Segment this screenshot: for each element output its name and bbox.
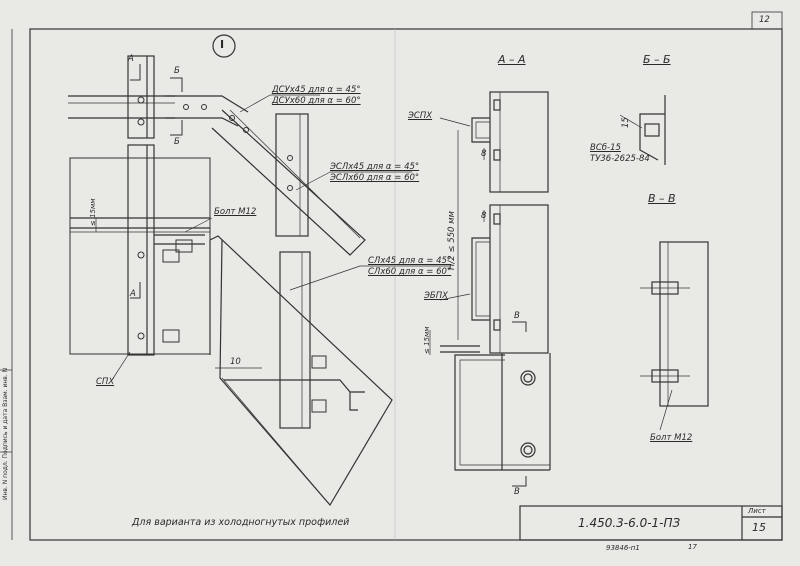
dim-8b: 8 bbox=[481, 211, 487, 221]
label-eslx60: ЭСЛх60 для α = 60° bbox=[330, 173, 420, 183]
page-corner-number: 12 bbox=[759, 15, 770, 25]
sheet-label: Лист bbox=[748, 507, 766, 515]
section-bb-title: Б – Б bbox=[643, 53, 671, 66]
archive-number: 93846-п1 bbox=[606, 544, 640, 552]
label-bolt-m12-left: Болт М12 bbox=[214, 207, 257, 217]
label-dsux60: ДСУх60 для α = 60° bbox=[272, 96, 361, 106]
dim-h-half: Н/2 ≤ 550 мм bbox=[447, 211, 457, 270]
sheet-number: 15 bbox=[752, 521, 766, 534]
section-aa-title: А – А bbox=[498, 53, 526, 66]
label-ebpx: ЭБПХ bbox=[424, 291, 448, 301]
cut-b-bottom: Б bbox=[174, 137, 180, 147]
dim-8a: 8 bbox=[481, 149, 487, 159]
label-vsb15: ВСб-15 bbox=[590, 143, 621, 153]
dim-10: 10 bbox=[230, 357, 241, 367]
label-slx60: СЛх60 для α = 60° bbox=[368, 267, 452, 277]
cut-a-top: А bbox=[128, 54, 134, 64]
label-dsux45: ДСУх45 для α = 45° bbox=[272, 85, 361, 95]
cut-b-top: Б bbox=[174, 66, 180, 76]
footer-caption: Для варианта из холодногнутых профилей bbox=[132, 517, 350, 528]
section-vv-title: В – В bbox=[648, 192, 676, 205]
doc-code: 1.450.3-6.0-1-ПЗ bbox=[578, 516, 681, 530]
archive-page: 17 bbox=[688, 543, 697, 551]
dim-15mm-left: ≤ 15мм bbox=[89, 198, 97, 226]
cut-v-top: В bbox=[514, 311, 520, 321]
label-slx45: СЛх45 для α = 45° bbox=[368, 256, 452, 266]
margin-stamp-text: Инв. N подл. Подпись и дата Взам. инв. N bbox=[2, 367, 9, 500]
label-spx: СПХ bbox=[96, 377, 115, 387]
label-eslx45: ЭСЛх45 для α = 45° bbox=[330, 162, 420, 172]
cut-v-bottom: В bbox=[514, 487, 520, 497]
cut-a-bottom: А bbox=[130, 289, 136, 299]
label-tu-standard: ТУ36-2625-84 bbox=[590, 154, 650, 164]
dim-15mm-aa: ≤ 15мм bbox=[423, 326, 431, 354]
node-marker: I bbox=[220, 38, 225, 51]
dim-bb-15: 15 bbox=[621, 117, 631, 128]
label-bolt-m12-vv: Болт М12 bbox=[650, 433, 693, 443]
label-espx: ЭСПХ bbox=[408, 111, 433, 121]
